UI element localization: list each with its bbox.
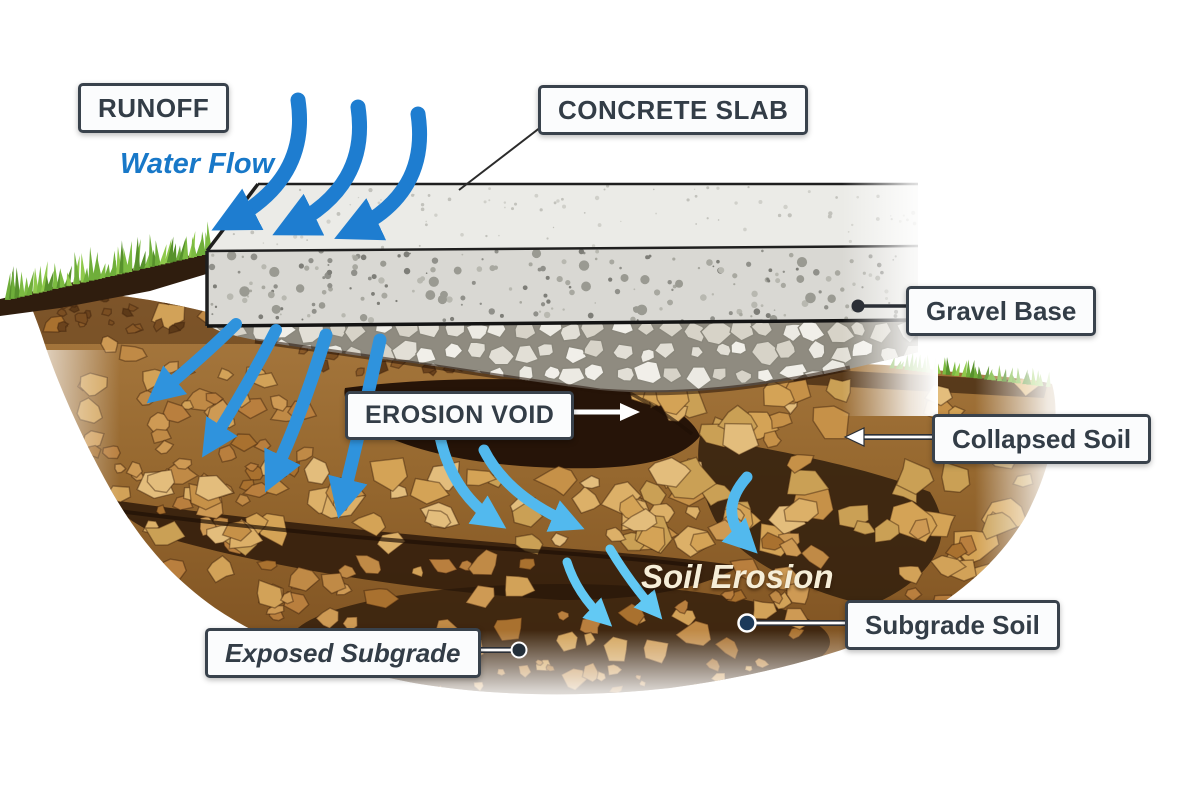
water-arrow: [434, 431, 507, 529]
water-arrow: [334, 106, 428, 241]
collapsed-soil-label: Collapsed Soil: [932, 414, 1152, 464]
water-arrow: [605, 544, 663, 620]
water-arrow: [264, 328, 333, 493]
collapsed-soil-leader: [843, 427, 934, 447]
subgrade-soil-label: Subgrade Soil: [845, 600, 1060, 650]
erosion-void-label: EROSION VOID: [345, 391, 575, 440]
water-flow-label: Water Flow: [120, 148, 275, 180]
subgrade-soil-leader: [737, 613, 847, 633]
water-arrow: [478, 444, 585, 532]
label-leader-lines: [452, 126, 934, 659]
gravel-base-label: Gravel Base: [906, 286, 1097, 336]
runoff-label: RUNOFF: [78, 83, 230, 133]
water-flow-arrows: [146, 92, 758, 627]
concrete-slab-label: CONCRETE SLAB: [538, 85, 809, 135]
concrete-slab-leader: [458, 126, 542, 191]
grass-left: [0, 221, 213, 316]
soil-erosion-label: Soil Erosion: [641, 558, 834, 595]
erosion-void-arrow: [569, 403, 640, 421]
water-arrow: [202, 324, 282, 458]
gravel-base-leader: [851, 299, 908, 313]
water-arrow: [211, 92, 307, 231]
water-arrow: [272, 99, 367, 236]
water-arrow: [721, 471, 758, 554]
exposed-subgrade-label: Exposed Subgrade: [205, 628, 481, 678]
water-arrow: [146, 318, 242, 404]
water-arrow: [562, 557, 613, 627]
